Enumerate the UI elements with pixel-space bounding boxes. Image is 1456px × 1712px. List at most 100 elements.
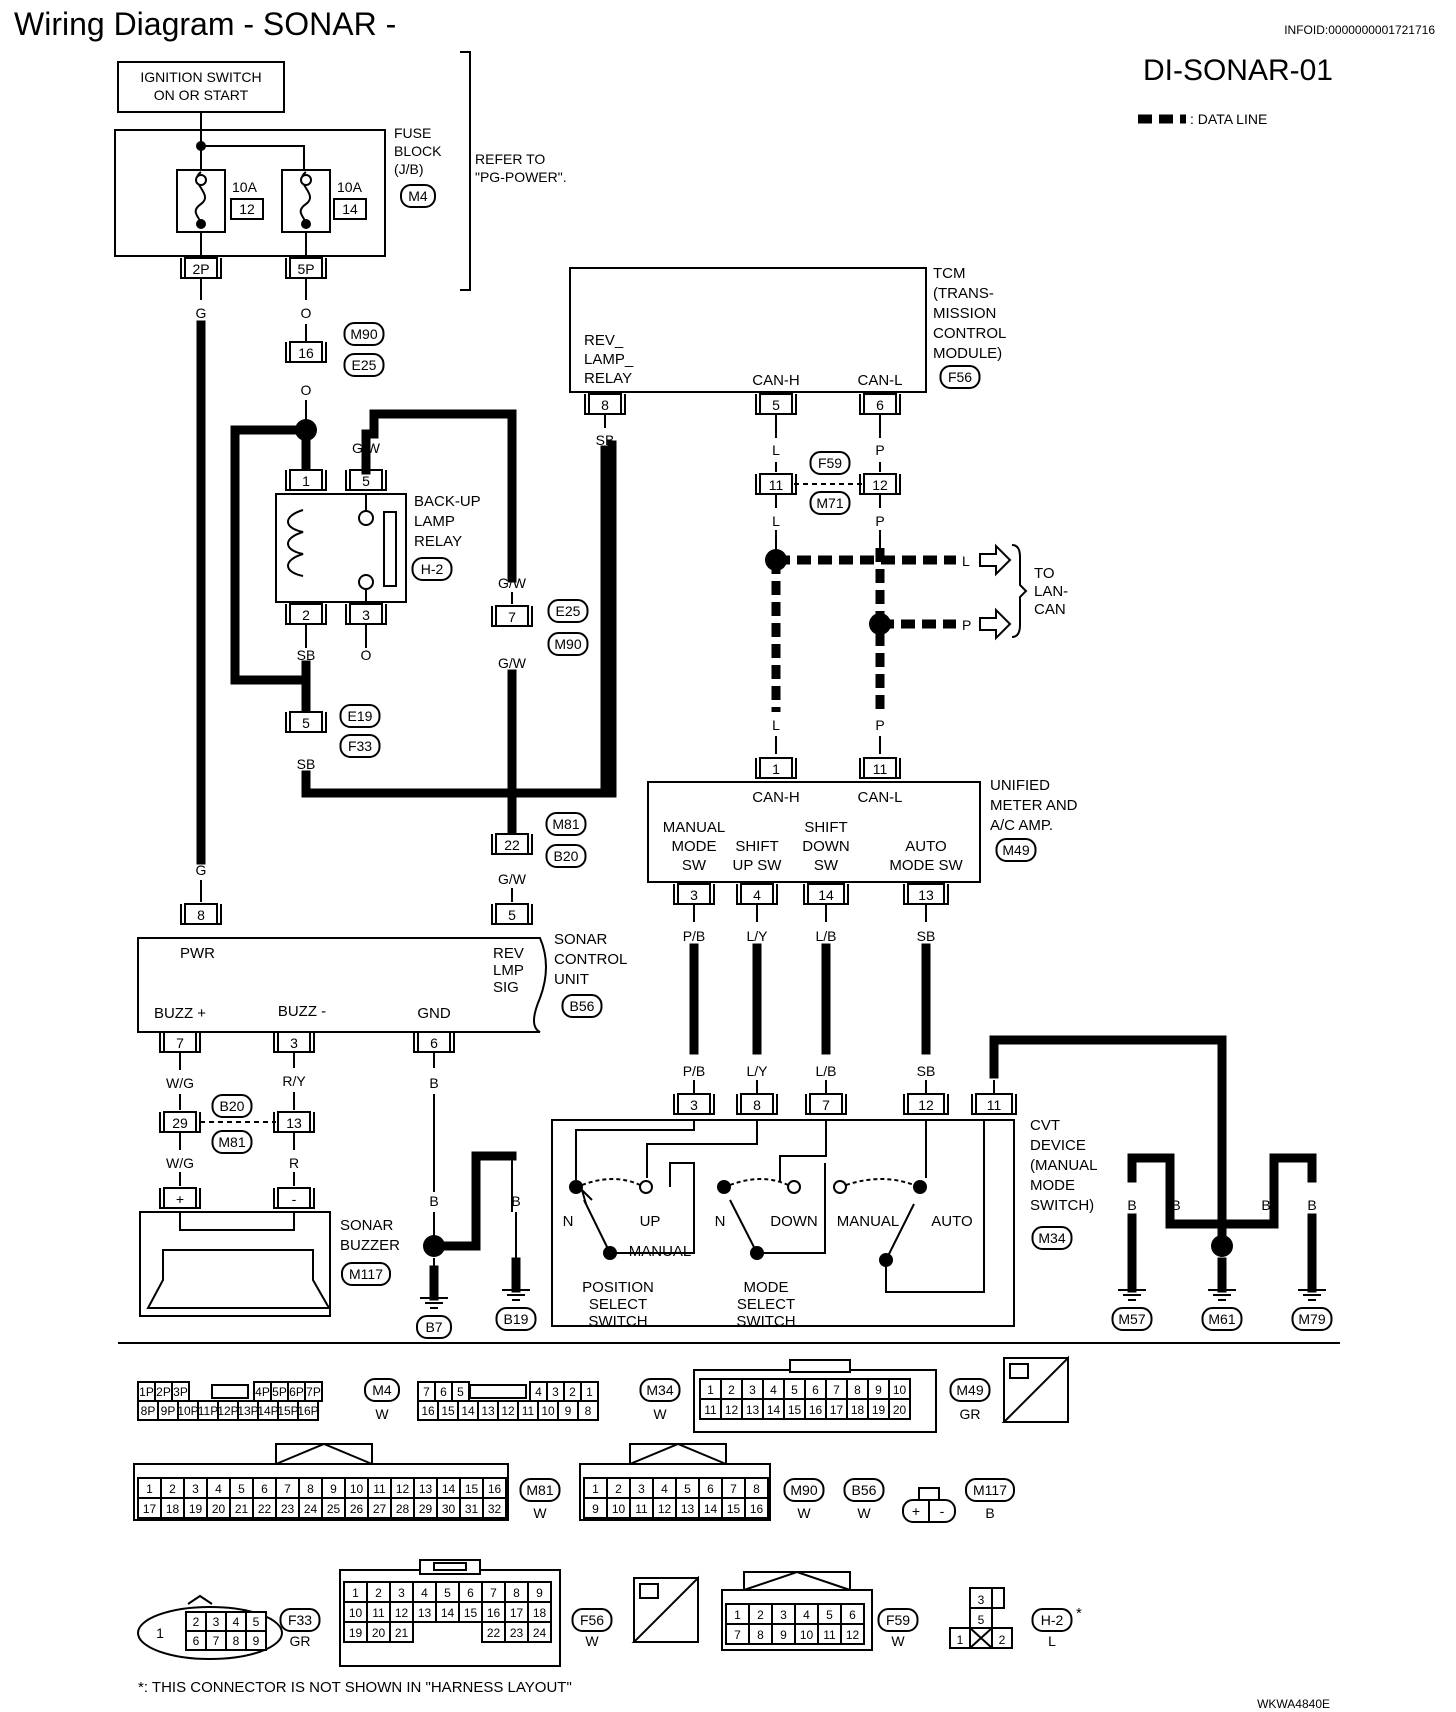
to-lan-can: CAN <box>1034 601 1066 618</box>
contact <box>195 174 207 186</box>
pin-number: 11 <box>873 761 888 777</box>
wire <box>201 145 305 172</box>
connector-cell-label: 3 <box>398 1586 405 1600</box>
relay-pin-1 <box>289 469 323 491</box>
connector-cell-label: 14 <box>441 1606 455 1620</box>
label: PWR <box>180 945 215 962</box>
connector-cell-label: 2 <box>728 1383 735 1397</box>
connector-id: B56 <box>852 1482 877 1498</box>
label: 2 <box>999 1633 1006 1647</box>
connector-cell-label: 8 <box>513 1586 520 1600</box>
connector-cell-label: 7 <box>423 1385 430 1399</box>
wire <box>610 1162 695 1254</box>
wire-color: G/W <box>498 575 527 591</box>
arrow-icon <box>979 543 1012 577</box>
pin-bracket <box>413 1032 455 1053</box>
connector-latch <box>918 1487 940 1501</box>
wire-color: SB <box>297 756 316 772</box>
connector-cell-label: 1 <box>352 1586 359 1600</box>
connector-cell-label: 8 <box>757 1628 764 1642</box>
wire <box>575 1120 695 1180</box>
label: 12 <box>239 201 255 217</box>
connector-id: F56 <box>948 369 972 385</box>
connector-id: M81 <box>552 816 579 832</box>
connector-cell-label: 25 <box>327 1502 341 1516</box>
connector-cell-label: 6 <box>812 1383 819 1397</box>
wire-gw <box>361 409 517 583</box>
pin-bracket <box>345 470 387 491</box>
pin-bracket <box>736 884 778 905</box>
wire-color: G <box>196 862 207 878</box>
connector-cell-label: 1 <box>734 1608 741 1622</box>
connector-cell-label: 13 <box>746 1403 760 1417</box>
connector-id: F33 <box>288 1612 312 1628</box>
connector-b56 <box>843 1478 885 1502</box>
splice-dot <box>1211 1235 1233 1257</box>
relay-label: LAMP <box>414 513 455 530</box>
cvt-device-label: (MANUAL <box>1030 1157 1098 1174</box>
connector-key <box>211 1384 249 1399</box>
tcm-label: (TRANS- <box>933 285 994 302</box>
connector-cell-label: 12 <box>396 1482 410 1496</box>
wire-color: W/G <box>166 1075 194 1091</box>
wire-color: B <box>429 1193 438 1209</box>
connector-cell-label: 3 <box>192 1482 199 1496</box>
label: UP <box>640 1213 661 1230</box>
label: W <box>585 1633 599 1649</box>
relay-label: BACK-UP <box>414 493 481 510</box>
connector-cell-label: 8 <box>585 1404 592 1418</box>
relay-connector <box>411 557 453 581</box>
connector-cell-label: 6 <box>440 1385 447 1399</box>
connector-cell <box>840 1623 865 1645</box>
ignition-switch-box <box>117 61 285 113</box>
sonar-buzzer-label: BUZZER <box>340 1237 400 1254</box>
sonar-buzzer-label: SONAR <box>340 1217 394 1234</box>
connector-cell-label: 20 <box>372 1626 386 1640</box>
wire <box>275 1443 373 1464</box>
connector-cell-label: 16P <box>297 1404 318 1418</box>
tcm-box <box>569 267 927 393</box>
connector-cell-label: 24 <box>304 1502 318 1516</box>
mode-select-switch: SELECT <box>737 1296 795 1313</box>
buzzer-connector <box>341 1262 391 1286</box>
rev-lmp-sig: REV <box>493 945 524 962</box>
connector-id: M90 <box>350 326 377 342</box>
connector-cell-label: 23 <box>281 1502 295 1516</box>
buzzer-plus-pin <box>163 1187 197 1209</box>
to-lan-can: TO <box>1034 565 1055 582</box>
connector-cell-label: 21 <box>235 1502 249 1516</box>
pin-number: 2 <box>302 607 310 623</box>
pin-number: 1 <box>302 473 310 489</box>
connector-id: M4 <box>408 188 428 204</box>
pin-bracket <box>491 834 533 855</box>
hs-icon <box>1009 1363 1029 1379</box>
contact <box>358 574 374 590</box>
diagram-code: DI-SONAR-01 <box>1143 54 1333 87</box>
shift-down-sw: SHIFT <box>804 819 847 836</box>
label: DOWN <box>770 1213 818 1230</box>
tcm-rev-lamp-relay: LAMP_ <box>584 351 634 368</box>
hs-text: H.S. <box>1034 1403 1061 1419</box>
shift-up-sw: UP SW <box>733 857 783 874</box>
sonar-pin-5 <box>495 903 529 925</box>
connector-cell-label: 9 <box>536 1586 543 1600</box>
connector-cell-label: 18 <box>166 1502 180 1516</box>
connector-cell-label: 16 <box>487 1606 501 1620</box>
connector-cell-label: 11 <box>704 1403 717 1417</box>
pin-bracket <box>180 904 222 925</box>
pin-number: 3 <box>690 1097 698 1113</box>
connector-id: M4 <box>372 1382 392 1398</box>
relay-label: RELAY <box>414 533 462 550</box>
wire <box>885 1120 985 1293</box>
wire-color: B <box>1217 1197 1226 1213</box>
pin-number: 3 <box>290 1035 298 1051</box>
wire-color: B <box>989 1063 998 1079</box>
meter-label: A/C AMP. <box>990 817 1053 834</box>
connector-cell-label: 6 <box>707 1482 714 1496</box>
connector-cell-label: 16 <box>421 1404 435 1418</box>
wire <box>275 1442 373 1465</box>
pin-bracket <box>285 604 327 625</box>
connector-cell-label: 22 <box>487 1626 501 1640</box>
label: W <box>857 1505 871 1521</box>
connector-cell-label: 24 <box>533 1626 547 1640</box>
